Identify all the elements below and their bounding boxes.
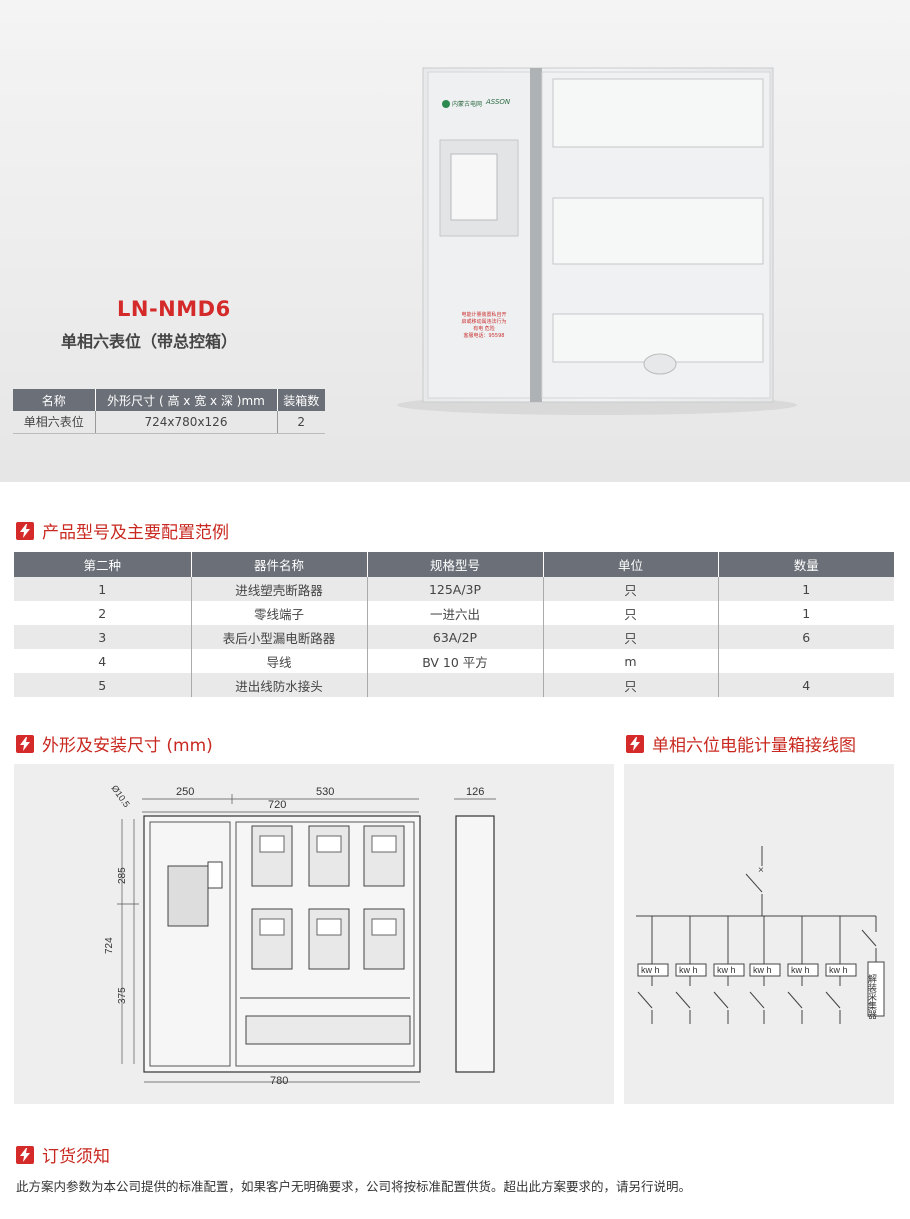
- svg-text:×: ×: [758, 865, 764, 876]
- table-row: 单相六表位 724x780x126 2: [13, 411, 325, 434]
- warning-line: 危险: [484, 326, 495, 332]
- config-cell: 63A/2P: [367, 625, 544, 649]
- section-title-text: 产品型号及主要配置范例: [42, 523, 229, 543]
- config-cell: 表后小型漏电断路器: [191, 625, 368, 649]
- spec-table: 名称 外形尺寸 ( 高 x 宽 x 深 )mm 装箱数 单相六表位 724x78…: [13, 389, 325, 434]
- meter-label: kw h: [829, 965, 848, 975]
- dimension-drawing: 250 530 720 Ø10.5 126 285 724 375 7: [104, 783, 496, 1087]
- config-cell: 4: [718, 673, 894, 697]
- section-title-text: 外形及安装尺寸 (mm): [42, 736, 213, 756]
- hero-banner: 内蒙古电网 ASSON 电能计量装置私自开 启或移动属违法行为 有电 危险 客服…: [0, 0, 910, 482]
- spec-cell: 单相六表位: [13, 411, 96, 434]
- config-cell: 只: [543, 673, 719, 697]
- config-cell: 5: [14, 673, 192, 697]
- warning-line: 有电: [473, 326, 484, 332]
- bolt-icon: [16, 734, 34, 753]
- product-subtitle: 单相六表位（带总控箱）: [61, 332, 238, 351]
- config-cell: m: [543, 649, 719, 673]
- box-brand: ASSON: [486, 98, 511, 106]
- warning-line: 启或移动属违法行为: [461, 319, 507, 325]
- config-header: 规格型号: [367, 552, 544, 577]
- config-cell: 进出线防水接头: [191, 673, 368, 697]
- section-title-config: 产品型号及主要配置范例: [16, 518, 229, 543]
- wiring-diagram-panel: × kw h kw h kw h kw h kw h kw h: [624, 764, 894, 1104]
- meter-label: kw h: [641, 965, 660, 975]
- config-cell: 1: [802, 605, 811, 621]
- bolt-icon: [16, 521, 34, 540]
- meter-label: kw h: [753, 965, 772, 975]
- branch-group: [651, 916, 877, 964]
- box-logo-text: 内蒙古电网: [452, 101, 483, 108]
- dim-530: 530: [316, 786, 334, 798]
- dim-720: 720: [268, 799, 286, 811]
- config-cell: 只: [543, 577, 719, 601]
- section-title-text: 订货须知: [42, 1147, 110, 1167]
- warning-line: 电能计量装置私自开: [461, 312, 507, 318]
- config-cell: 一进六出: [367, 601, 544, 625]
- product-photo: [397, 67, 797, 415]
- config-cell: 只: [543, 625, 719, 649]
- config-cell: [367, 673, 544, 697]
- warning-line: 客服电话：95598: [463, 333, 505, 339]
- box-warning: 电能计量装置私自开 启或移动属违法行为 有电 危险 客服电话：95598: [455, 312, 513, 340]
- dim-780: 780: [270, 1075, 288, 1087]
- wiring-diagram: × kw h kw h kw h kw h kw h kw h: [636, 846, 885, 1024]
- config-cell: BV 10 平方: [367, 649, 544, 673]
- spec-header: 装箱数: [277, 389, 325, 411]
- meter-label: kw h: [679, 965, 698, 975]
- dim-126: 126: [466, 786, 484, 798]
- dim-250: 250: [176, 786, 194, 798]
- spec-cell: 2: [277, 411, 325, 434]
- config-header: 单位: [543, 552, 719, 577]
- config-cell: 4: [14, 649, 192, 673]
- dim-285: 285: [117, 867, 128, 884]
- config-cell: 2: [14, 601, 192, 625]
- config-cell: 零线端子: [191, 601, 368, 625]
- bolt-icon: [626, 734, 644, 753]
- config-cell: 1: [14, 577, 192, 601]
- config-cell: 只: [543, 601, 719, 625]
- dimension-drawing-panel: 250 530 720 Ø10.5 126 285 724 375 7: [14, 764, 614, 1104]
- dim-375: 375: [117, 987, 128, 1004]
- spec-header: 名称: [13, 389, 96, 411]
- section-title-wiring: 单相六位电能计量箱接线图: [626, 731, 856, 756]
- config-cell: 3: [14, 625, 192, 649]
- section-title-dims: 外形及安装尺寸 (mm): [16, 731, 213, 756]
- dim-724: 724: [104, 937, 115, 954]
- config-cell: 125A/3P: [367, 577, 544, 601]
- config-cell: [718, 649, 894, 673]
- section-title-notice: 订货须知: [16, 1142, 110, 1167]
- spec-header: 外形尺寸 ( 高 x 宽 x 深 )mm: [95, 389, 278, 411]
- config-cell: 进线塑壳断路器: [191, 577, 368, 601]
- meter-label: kw h: [717, 965, 736, 975]
- section-title-text: 单相六位电能计量箱接线图: [652, 736, 856, 756]
- config-cell: 6: [718, 625, 894, 649]
- model-title: LN-NMD6: [117, 297, 231, 321]
- spec-cell: 724x780x126: [95, 411, 278, 434]
- config-cell: 1: [718, 577, 894, 601]
- config-header: 数量: [718, 552, 894, 577]
- bolt-icon: [16, 1145, 34, 1164]
- config-header: 第二种: [14, 552, 192, 577]
- collector-label: 解装采集器: [867, 973, 877, 1019]
- dim-hole: Ø10.5: [109, 783, 131, 809]
- warning-row: 有电 危险: [455, 326, 513, 333]
- meter-label: kw h: [791, 965, 810, 975]
- config-header: 器件名称: [191, 552, 368, 577]
- notice-text: 此方案内参数为本公司提供的标准配置，如果客户无明确要求，公司将按标准配置供货。超…: [16, 1179, 692, 1194]
- config-cell: 导线: [191, 649, 368, 673]
